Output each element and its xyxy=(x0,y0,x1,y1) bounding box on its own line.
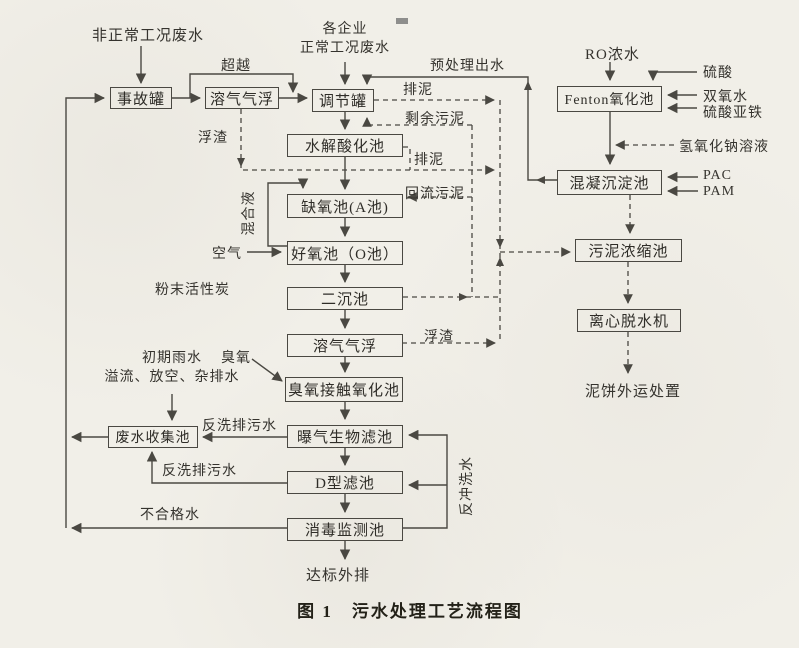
label-normal-wastewater: 各企业 正常工况废水 xyxy=(291,20,399,58)
node-sludge-thickener: 污泥浓缩池 xyxy=(575,239,682,262)
mid-arrow-clarifier-right xyxy=(459,293,468,301)
node-coagulation-tank: 混凝沉淀池 xyxy=(557,170,662,195)
node-regulating-tank: 调节罐 xyxy=(312,89,374,112)
label-air: 空气 xyxy=(212,247,242,262)
node-hydrolysis-tank: 水解酸化池 xyxy=(287,134,403,157)
label-hydrogen-peroxide: 双氧水 xyxy=(703,90,748,105)
arrow-mixed-liquor-loop xyxy=(267,178,309,247)
label-ro-concentrate: RO浓水 xyxy=(585,47,640,63)
node-centrifuge: 离心脱水机 xyxy=(577,309,681,332)
node-aerobic-tank: 好氧池（O池） xyxy=(287,241,403,265)
label-sludge-discharge-2: 排泥 xyxy=(414,153,444,168)
label-normal-wastewater-line1: 各企业 xyxy=(322,22,368,37)
node-disinfection-tank: 消毒监测池 xyxy=(287,518,403,541)
dashed-sludge-hydrolysis xyxy=(403,146,411,170)
label-sludge-cake: 泥饼外运处置 xyxy=(585,384,682,400)
arrow-dfilter-backwash-to-collection xyxy=(146,450,287,484)
mid-arrow-pretreated-up xyxy=(524,81,532,90)
arrow-backwash-supply-to-baf xyxy=(403,429,448,529)
label-pam: PAM xyxy=(703,184,736,199)
node-fenton-tank: Fenton氧化池 xyxy=(557,86,662,112)
label-backwash-supply: 反冲洗水 xyxy=(460,456,475,516)
arrow-pretreated-return xyxy=(361,74,557,181)
label-activated-carbon: 粉末活性炭 xyxy=(155,283,230,298)
node-anoxic-tank: 缺氧池(A池) xyxy=(287,194,403,218)
node-daf-1: 溶气气浮 xyxy=(205,87,279,109)
label-excess-sludge: 剩余污泥 xyxy=(405,112,465,127)
node-d-type-filter: D型滤池 xyxy=(287,471,403,494)
label-return-sludge: 回流污泥 xyxy=(405,187,465,202)
figure-caption: 图 1 污水处理工艺流程图 xyxy=(297,602,523,621)
label-backwash-drainage-2: 反洗排污水 xyxy=(162,464,237,479)
label-normal-wastewater-line2: 正常工况废水 xyxy=(300,41,390,56)
mid-arrow-collector-up xyxy=(496,257,504,266)
label-sludge-discharge-1: 排泥 xyxy=(403,83,433,98)
node-biological-aerated-filter: 曝气生物滤池 xyxy=(287,425,403,448)
label-sulfuric-acid: 硫酸 xyxy=(703,66,733,81)
mid-arrow-collector-down xyxy=(496,239,504,248)
scan-artifact xyxy=(396,18,408,24)
arrow-left-main-to-accident xyxy=(65,92,106,528)
dashed-excess-sludge xyxy=(362,117,472,127)
label-pac: PAC xyxy=(703,168,732,183)
label-abnormal-wastewater: 非正常工况废水 xyxy=(92,28,205,44)
label-discharge: 达标外排 xyxy=(306,568,371,584)
node-accident-tank: 事故罐 xyxy=(110,87,172,109)
node-daf-2: 溶气气浮 xyxy=(287,334,403,357)
label-bypass: 超越 xyxy=(221,59,251,74)
arrow-ozone-to-ozone-tank xyxy=(251,358,283,382)
node-secondary-clarifier: 二沉池 xyxy=(287,287,403,310)
label-backwash-drainage-1: 反洗排污水 xyxy=(202,419,277,434)
label-ferrous-sulfate: 硫酸亚铁 xyxy=(703,106,763,121)
label-mixed-liquor: 混合液 xyxy=(242,190,257,236)
label-sodium-hydroxide: 氢氧化钠溶液 xyxy=(679,140,769,155)
label-scum-2: 浮渣 xyxy=(424,330,454,345)
node-ozone-contact-tank: 臭氧接触氧化池 xyxy=(285,377,403,402)
arrow-sulfuric-acid xyxy=(647,70,697,82)
label-ozone: 臭氧 xyxy=(221,351,251,366)
label-pretreated-effluent: 预处理出水 xyxy=(430,59,505,74)
node-collection-tank: 废水收集池 xyxy=(108,426,198,448)
label-scum-1: 浮渣 xyxy=(198,131,228,146)
label-initial-rainwater-line1: 初期雨水 xyxy=(142,351,202,366)
label-off-spec-water: 不合格水 xyxy=(140,508,200,523)
label-initial-rainwater-line2: 溢流、放空、杂排水 xyxy=(104,370,240,385)
mid-arrow-pretreated-left xyxy=(536,176,545,184)
mid-arrow-scum1-down xyxy=(237,158,245,167)
arrow-bypass xyxy=(189,73,299,98)
label-initial-rainwater: 初期雨水 溢流、放空、杂排水 xyxy=(83,349,261,387)
